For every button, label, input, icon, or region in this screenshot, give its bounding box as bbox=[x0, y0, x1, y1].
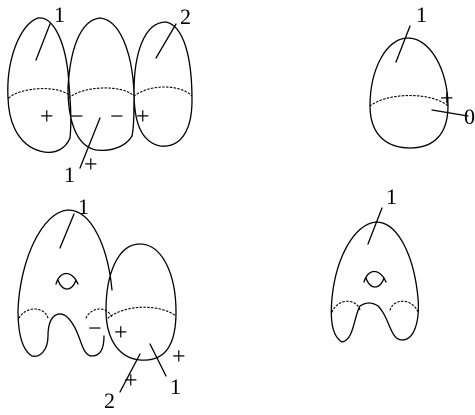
adjacent-cap-dotted-circle bbox=[107, 306, 177, 319]
adjacent-cap-outline bbox=[105, 243, 177, 361]
foot-right-dotted bbox=[85, 308, 113, 319]
cap-outline bbox=[369, 37, 449, 149]
leader-label-1-top bbox=[35, 23, 51, 61]
foot-left-dotted bbox=[18, 308, 49, 319]
leader-label-1 bbox=[395, 25, 411, 63]
label-1-right: 1 bbox=[170, 374, 181, 399]
sign-plus-bottom: + bbox=[84, 152, 98, 178]
figure-bottom-right: 1 bbox=[330, 184, 420, 343]
cap-right-dotted-circle bbox=[133, 86, 193, 97]
sign-minus-2: − bbox=[110, 104, 124, 130]
label-1-top: 1 bbox=[54, 2, 65, 27]
handlebody-outline bbox=[330, 221, 420, 343]
leader-label-0 bbox=[431, 109, 469, 117]
sign-minus-1: − bbox=[70, 104, 84, 130]
sign-plus-1: + bbox=[40, 104, 54, 130]
sign-plus-2: + bbox=[136, 104, 150, 130]
leader-label-2-bottom bbox=[119, 353, 141, 393]
cap-left-dotted-circle bbox=[8, 88, 71, 99]
handlebody-outline bbox=[17, 209, 113, 357]
label-1: 1 bbox=[416, 2, 427, 27]
label-1: 1 bbox=[386, 184, 397, 209]
leader-label-1-top bbox=[59, 213, 75, 249]
label-1-bottom: 1 bbox=[64, 162, 75, 187]
handle-lower-arc bbox=[365, 277, 385, 288]
figure-top-right: 1 + 0 bbox=[369, 2, 475, 149]
foot-right-dotted bbox=[389, 300, 419, 313]
figure-top-left: 1 2 1 + + − − + bbox=[7, 2, 193, 187]
cap-middle-dotted-circle bbox=[68, 87, 135, 99]
label-1-top: 1 bbox=[78, 194, 89, 219]
sign-plus: + bbox=[440, 86, 454, 112]
label-0: 0 bbox=[464, 104, 475, 129]
cap-left-outline bbox=[7, 17, 71, 154]
cap-middle-outline bbox=[67, 17, 133, 152]
label-2: 2 bbox=[180, 4, 191, 29]
sign-plus-inner: + bbox=[114, 320, 128, 346]
foot-left-dotted bbox=[331, 300, 361, 313]
handle-lower-arc bbox=[57, 279, 77, 290]
sign-minus: − bbox=[88, 316, 102, 342]
cap-right-outline bbox=[133, 21, 193, 147]
figure-bottom-left: 1 − + + 1 2 + bbox=[17, 194, 186, 413]
leader-label-1-right bbox=[149, 343, 167, 377]
sign-plus-bottom: + bbox=[124, 368, 138, 394]
leader-label-2 bbox=[155, 23, 177, 59]
leader-label-1-bottom bbox=[79, 117, 101, 169]
label-2-bottom: 2 bbox=[104, 388, 115, 413]
leader-label-1 bbox=[367, 207, 383, 245]
sign-plus-right: + bbox=[172, 344, 186, 370]
cap-dotted-circle bbox=[369, 94, 449, 107]
